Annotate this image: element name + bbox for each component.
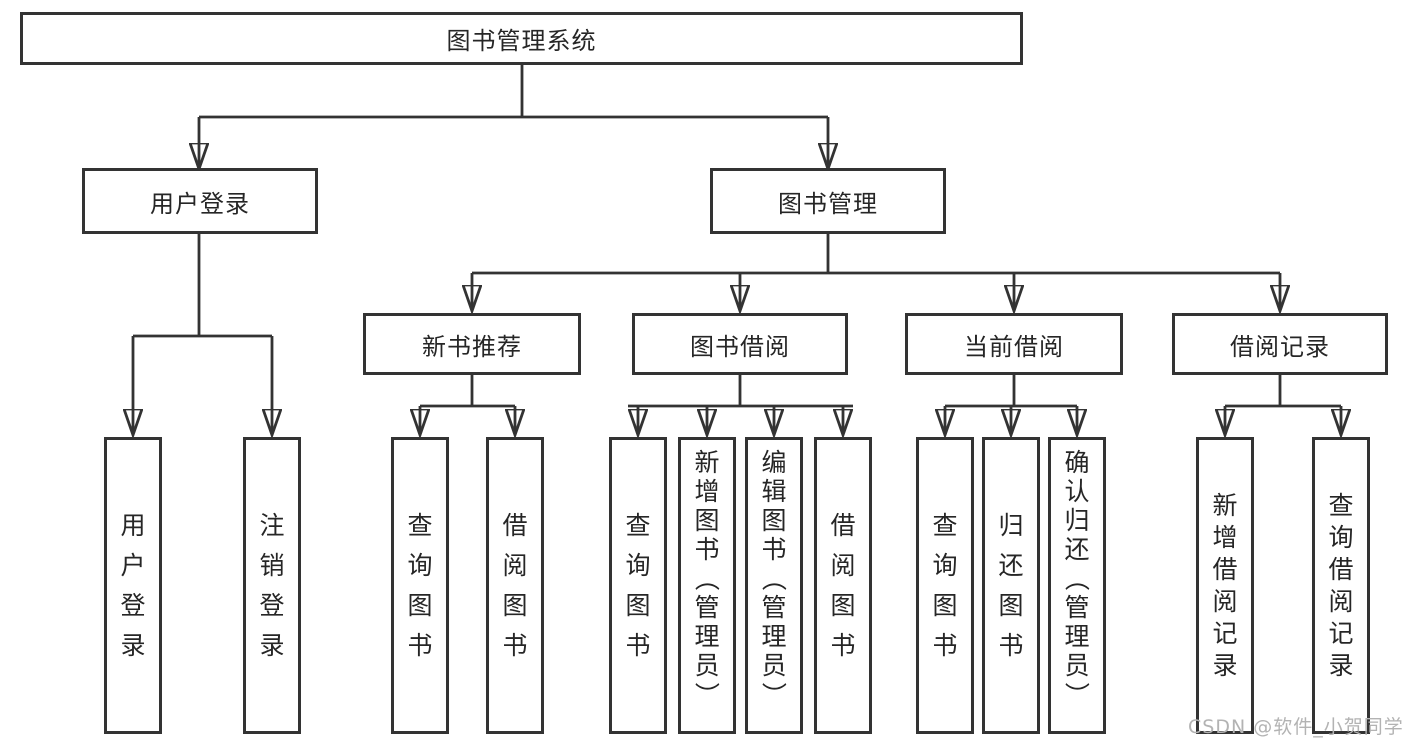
leaf-return-books: 归还图书	[982, 437, 1040, 734]
node-label: 查询图书	[625, 511, 651, 660]
node-label: 图书管理	[778, 189, 878, 218]
node-label: 确认归还（管理员）	[1062, 448, 1092, 708]
node-label: 新书推荐	[422, 332, 522, 361]
node-current-borrowing: 当前借阅	[905, 313, 1123, 375]
node-label: 查询图书	[407, 511, 433, 660]
node-label: 查询图书	[932, 511, 958, 660]
node-book-management: 图书管理	[710, 168, 946, 234]
leaf-user-login: 用户登录	[104, 437, 162, 734]
node-new-book-recommendation: 新书推荐	[363, 313, 581, 375]
node-label: 新增借阅记录	[1212, 491, 1238, 680]
node-library-management-system: 图书管理系统	[20, 12, 1023, 65]
node-label: 借阅记录	[1230, 332, 1330, 361]
node-label: 新增图书（管理员）	[692, 448, 722, 708]
node-label: 用户登录	[120, 511, 146, 660]
node-label: 借阅图书	[830, 511, 856, 660]
node-label: 编辑图书（管理员）	[759, 448, 789, 708]
leaf-borrow-books-borrowing: 借阅图书	[814, 437, 872, 734]
node-label: 用户登录	[150, 189, 250, 218]
node-label: 图书管理系统	[446, 27, 597, 55]
node-label: 查询借阅记录	[1328, 491, 1354, 680]
node-user-login: 用户登录	[82, 168, 318, 234]
node-book-borrowing: 图书借阅	[632, 313, 848, 375]
node-label: 图书借阅	[690, 332, 790, 361]
leaf-edit-book-admin: 编辑图书（管理员）	[745, 437, 803, 734]
leaf-borrow-books-recommend: 借阅图书	[486, 437, 544, 734]
node-label: 当前借阅	[964, 332, 1064, 361]
leaf-add-borrow-record: 新增借阅记录	[1196, 437, 1254, 734]
node-label: 借阅图书	[502, 511, 528, 660]
node-label: 归还图书	[998, 511, 1024, 660]
leaf-confirm-return-admin: 确认归还（管理员）	[1048, 437, 1106, 734]
leaf-add-book-admin: 新增图书（管理员）	[678, 437, 736, 734]
csdn-watermark: CSDN @软件_小贺同学	[1188, 716, 1404, 738]
node-label: 注销登录	[259, 511, 285, 660]
leaf-search-borrow-record: 查询借阅记录	[1312, 437, 1370, 734]
leaf-search-books-borrowing: 查询图书	[609, 437, 667, 734]
node-borrowing-records: 借阅记录	[1172, 313, 1388, 375]
leaf-search-books-current: 查询图书	[916, 437, 974, 734]
leaf-logout: 注销登录	[243, 437, 301, 734]
leaf-search-books-recommend: 查询图书	[391, 437, 449, 734]
